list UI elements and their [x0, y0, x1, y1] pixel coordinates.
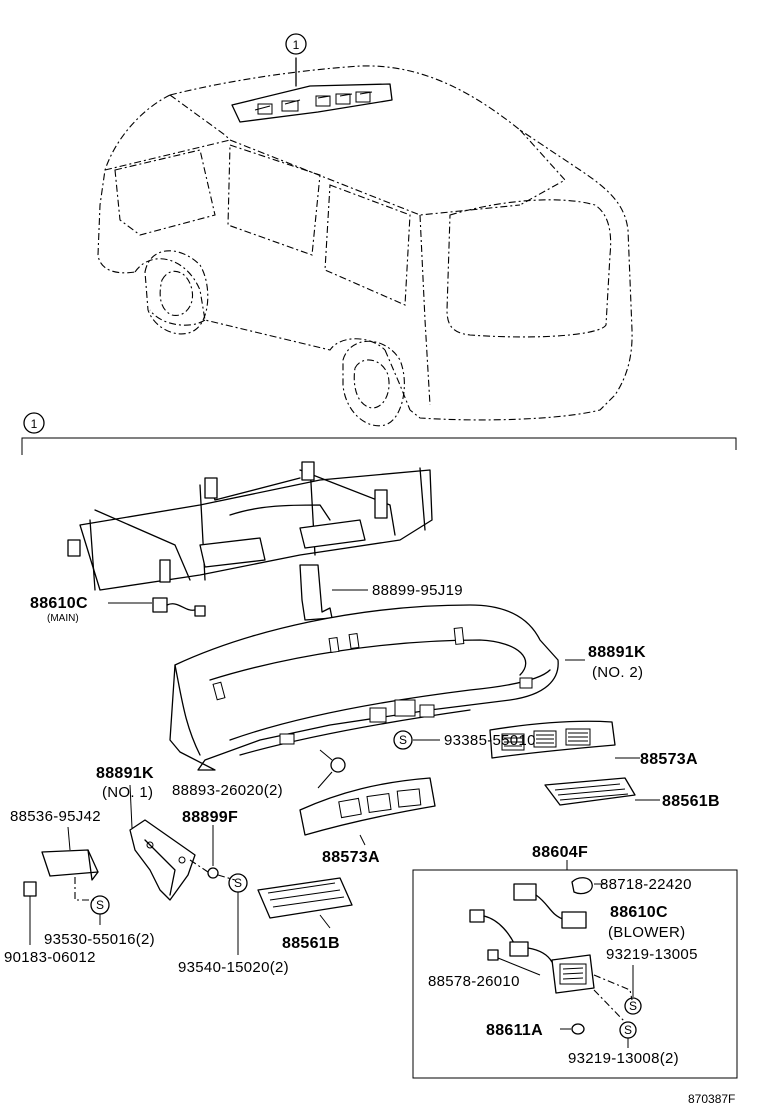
- grille-88573A-right: [489, 720, 640, 759]
- bracket-88899-95J19: [299, 564, 368, 621]
- filter-88561B-left: [257, 877, 353, 929]
- screw-93385-55010: S: [393, 730, 440, 750]
- section-bracket: 1: [21, 412, 737, 455]
- label-88573A-right: 88573A: [640, 751, 698, 768]
- roof-frame: [67, 461, 433, 591]
- label-88604F: 88604F: [532, 844, 588, 861]
- label-88611A: 88611A: [486, 1022, 543, 1039]
- label-88536-95J42: 88536-95J42: [10, 808, 101, 825]
- label-93385-55010: 93385-55010: [444, 732, 536, 749]
- screw-93219-13008: S: [593, 989, 637, 1048]
- label-93530-55016: 93530-55016(2): [44, 931, 155, 948]
- nut-88899F: [189, 825, 236, 881]
- clip-90183-06012: [23, 881, 37, 945]
- label-88891K-no2: 88891K: [588, 644, 646, 661]
- label-90183-06012: 90183-06012: [4, 949, 96, 966]
- plate-88536-95J42: [41, 826, 99, 901]
- screw-93540-15020: S: [228, 873, 248, 955]
- label-93219-13008: 93219-13008(2): [568, 1050, 679, 1067]
- svg-text:S: S: [629, 999, 637, 1013]
- svg-text:1: 1: [293, 38, 300, 52]
- svg-text:S: S: [96, 898, 104, 912]
- svg-text:S: S: [399, 733, 407, 747]
- note-no1: (NO. 1): [102, 784, 153, 801]
- blower-switch-harness: [469, 877, 633, 1001]
- note-main: (MAIN): [47, 613, 79, 624]
- callout-marker: 1: [285, 33, 307, 55]
- label-88893-26020: 88893-26020(2): [172, 782, 283, 799]
- label-88899F: 88899F: [182, 809, 238, 826]
- label-88610C-main: 88610C: [30, 595, 88, 612]
- van-illustration: [97, 57, 633, 427]
- screw-93219-13005: S: [624, 965, 642, 1015]
- part-labels: 88610C (MAIN) 88899-95J19 88891K (NO. 2)…: [4, 582, 735, 1106]
- note-blower: (BLOWER): [608, 924, 685, 941]
- label-88610C-blower: 88610C: [610, 904, 668, 921]
- label-93219-13005: 93219-13005: [606, 946, 698, 963]
- label-88718-22420: 88718-22420: [600, 876, 692, 893]
- label-88578-26010: 88578-26010: [428, 973, 520, 990]
- switch-88610C-main: [108, 597, 206, 617]
- svg-text:S: S: [624, 1023, 632, 1037]
- label-88899-95J19: 88899-95J19: [372, 582, 463, 599]
- knob-88611A: [560, 1023, 585, 1035]
- label-88561B-right: 88561B: [662, 793, 720, 810]
- filter-88561B-right: [544, 777, 660, 806]
- svg-text:1: 1: [31, 417, 38, 431]
- note-no2: (NO. 2): [592, 664, 643, 681]
- label-88561B-left: 88561B: [282, 935, 340, 952]
- reference-code: 870387F: [688, 1092, 735, 1106]
- bracket-88891K-no1: [129, 784, 196, 901]
- screw-93530-55016: S: [90, 895, 110, 925]
- label-88573A-left: 88573A: [322, 849, 380, 866]
- console-housing: [169, 604, 585, 771]
- label-88891K-no1: 88891K: [96, 765, 154, 782]
- grille-88573A-left: [299, 777, 436, 846]
- svg-text:S: S: [234, 876, 242, 890]
- clip-88893-26020: [317, 749, 346, 789]
- blower-assembly-box: [412, 860, 738, 1079]
- label-93540-15020: 93540-15020(2): [178, 959, 289, 976]
